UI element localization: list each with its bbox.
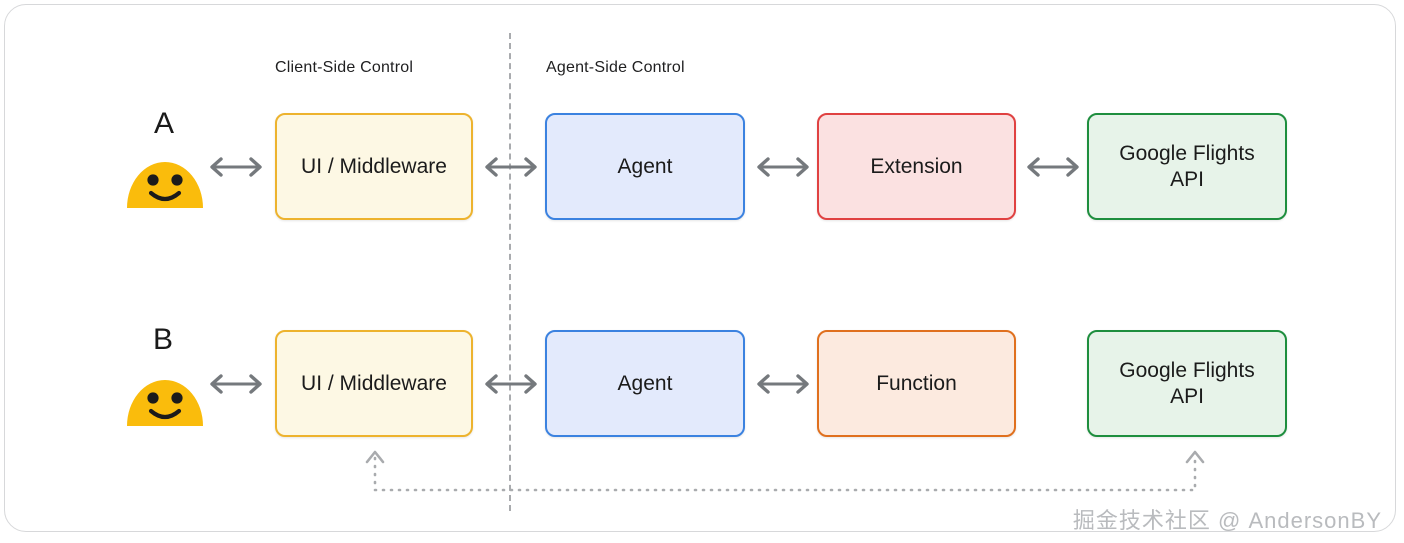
arrow-a-agent-to-extension [752,155,814,179]
feedback-connector-dotted [355,440,1215,502]
node-a-ui-middleware-label: UI / Middleware [301,154,447,178]
node-a-extension-label: Extension [870,154,963,178]
watermark-text: 掘金技术社区 @ AndersonBY [1072,508,1382,533]
user-avatar-b-icon [126,366,204,428]
arrow-b-ui-to-agent [480,372,542,396]
arrow-a-extension-to-api [1022,155,1084,179]
node-b-google-flights-api[interactable]: Google Flights API [1087,330,1287,437]
caption-client-side-control: Client-Side Control [275,59,414,76]
row-label-a: A [154,107,175,140]
arrow-a-user-to-ui [205,155,267,179]
node-b-ui-middleware[interactable]: UI / Middleware [275,330,473,437]
node-b-function[interactable]: Function [817,330,1016,437]
arrow-b-user-to-ui [205,372,267,396]
node-b-function-label: Function [876,371,957,395]
node-b-agent-label: Agent [617,371,673,395]
row-label-b: B [153,323,174,356]
node-a-agent[interactable]: Agent [545,113,745,220]
arrow-a-ui-to-agent [480,155,542,179]
control-boundary-divider [509,33,511,511]
node-a-google-flights-api[interactable]: Google Flights API [1087,113,1287,220]
node-a-ui-middleware[interactable]: UI / Middleware [275,113,473,220]
diagram-card [4,4,1396,532]
arrow-b-agent-to-function [752,372,814,396]
node-a-agent-label: Agent [617,154,673,178]
node-b-google-flights-api-label: Google Flights API [1119,358,1255,408]
node-a-extension[interactable]: Extension [817,113,1016,220]
caption-agent-side-control: Agent-Side Control [546,59,685,76]
node-b-ui-middleware-label: UI / Middleware [301,371,447,395]
node-b-agent[interactable]: Agent [545,330,745,437]
user-avatar-a-icon [126,148,204,210]
node-a-google-flights-api-label: Google Flights API [1119,141,1255,191]
